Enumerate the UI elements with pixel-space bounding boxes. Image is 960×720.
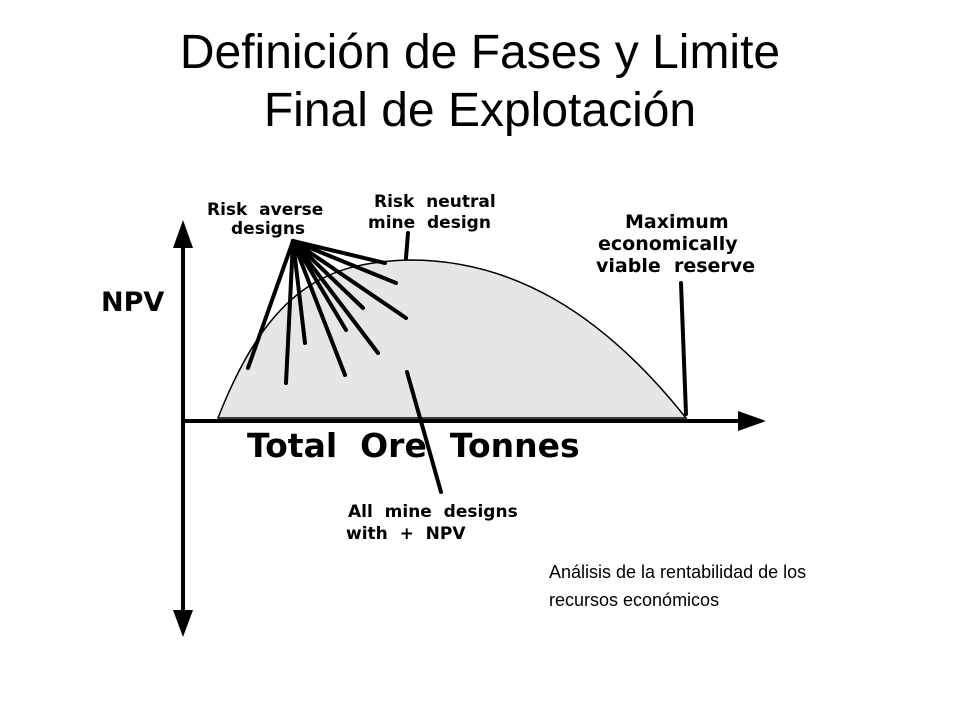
max-reserve-pointer: [679, 281, 688, 416]
risk-neutral-label-line-2: mine design: [368, 213, 491, 233]
y-axis-arrow-up: [173, 220, 193, 248]
risk-averse-line: [291, 239, 365, 310]
max-reserve-label-line-2: economically: [598, 233, 738, 255]
caption-line-1: Análisis de la rentabilidad de los: [549, 562, 807, 582]
risk-averse-lines: [246, 239, 408, 385]
risk-averse-line: [284, 239, 295, 385]
y-axis-label: NPV: [101, 287, 164, 318]
risk-averse-line: [246, 239, 295, 370]
risk-averse-line: [291, 239, 307, 345]
max-reserve-label-line-3: viable reserve: [596, 255, 755, 277]
slide-title-line-1: Definición de Fases y Limite: [179, 26, 781, 79]
risk-averse-line: [291, 239, 387, 265]
risk-averse-line: [291, 239, 347, 377]
slide-title: Definición de Fases y Limite Final de Ex…: [0, 24, 960, 140]
x-axis-label: Total Ore Tonnes: [247, 426, 580, 465]
all-designs-label-line-2: with + NPV: [346, 524, 466, 544]
all-designs-label-line-1: All mine designs: [348, 502, 518, 522]
all-designs-pointer: [405, 370, 443, 494]
risk-averse-line: [291, 239, 380, 355]
risk-averse-label-line-1: Risk averse: [207, 200, 323, 220]
caption-line-2: recursos económicos: [549, 590, 720, 610]
risk-averse-label-line-2: designs: [231, 219, 305, 239]
risk-neutral-label-line-1: Risk neutral: [374, 192, 496, 212]
risk-averse-line: [291, 239, 408, 320]
y-axis-arrow-down: [173, 610, 193, 637]
risk-neutral-pointer: [404, 231, 410, 260]
risk-averse-line: [291, 239, 398, 285]
slide-title-line-2: Final de Explotación: [263, 84, 697, 137]
max-reserve-label-line-1: Maximum: [625, 211, 729, 233]
caption: Análisis de la rentabilidad de los recur…: [549, 558, 909, 614]
x-axis-arrow: [738, 411, 766, 431]
